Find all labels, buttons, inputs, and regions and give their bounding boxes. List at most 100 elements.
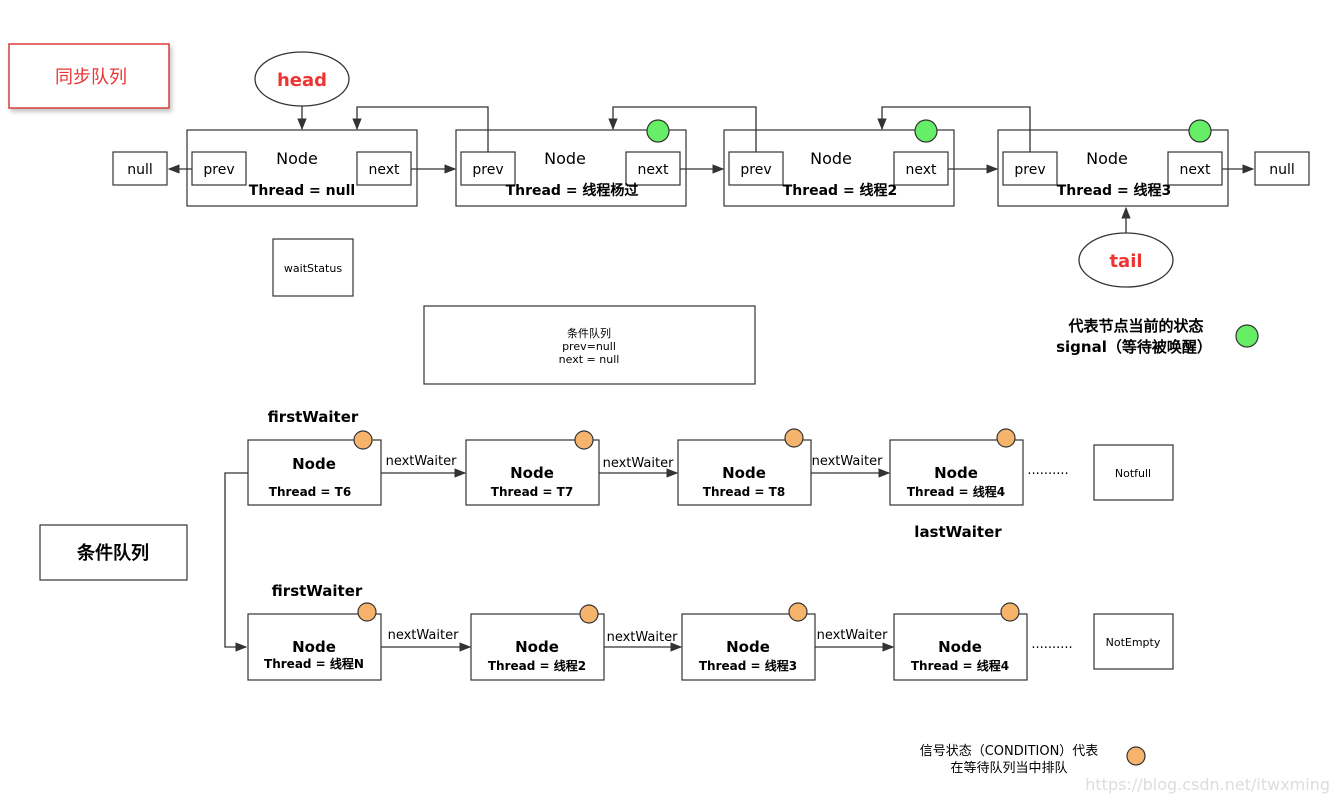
sync-node-title: Node	[1086, 149, 1128, 168]
condition-status-dot	[788, 602, 808, 622]
condition-legend-line: 信号状态（CONDITION）代表	[920, 744, 1099, 759]
sync-node-2: Node prev next Thread = 线程2	[723, 119, 955, 207]
null-left-box: null	[112, 151, 168, 186]
next-waiter-label: nextWaiter	[812, 454, 883, 469]
condition-queue-label: 条件队列	[76, 542, 149, 564]
prev-arrow-2	[608, 106, 757, 152]
sync-node-prev: prev	[472, 162, 503, 178]
cond-node-thread: Thread = 线程2	[488, 658, 586, 673]
sync-node-next: next	[905, 162, 937, 178]
next-waiter-label: nextWaiter	[388, 628, 459, 643]
cond-row1-node-3: Node Thread = 线程4	[889, 428, 1024, 506]
sync-node-prev-box	[728, 151, 784, 186]
condition-status-dot	[353, 430, 373, 450]
sync-node-prev: prev	[740, 162, 771, 178]
condition-row-connector	[224, 472, 248, 652]
signal-legend: 代表节点当前的状态 signal（等待被唤醒）	[1056, 317, 1259, 356]
cond-row1-node-0: Node Thread = T6	[247, 430, 382, 506]
head-label: head	[277, 70, 327, 91]
cond-node-thread: Thread = 线程4	[911, 658, 1009, 673]
ellipsis: ..........	[1027, 463, 1068, 478]
last-waiter-label: lastWaiter	[914, 523, 1002, 541]
condition-note-box: 条件队列 prev=null next = null	[423, 305, 756, 385]
sync-node-next: next	[368, 162, 400, 178]
sync-node-next-box	[893, 151, 949, 186]
cond-node-title: Node	[722, 464, 766, 482]
notempty-label: NotEmpty	[1106, 636, 1161, 649]
sync-node-next: next	[637, 162, 669, 178]
cond-node-thread: Thread = T7	[491, 485, 573, 499]
condition-status-dot	[996, 428, 1016, 448]
cond-node-title: Node	[510, 464, 554, 482]
next-waiter-label: nextWaiter	[817, 628, 888, 643]
cond-row1-node-1: Node Thread = T7	[465, 430, 600, 506]
condition-legend-line: 在等待队列当中排队	[950, 760, 1067, 776]
watermark: https://blog.csdn.net/itwxming	[1085, 775, 1330, 794]
head-pointer: head	[254, 51, 350, 131]
sync-node-title: Node	[276, 149, 318, 168]
sync-node-3: Node prev next Thread = 线程3	[997, 119, 1229, 207]
cond-row1-node-2: Node Thread = T8	[677, 428, 812, 506]
first-waiter-label: firstWaiter	[272, 582, 363, 600]
next-waiter-label: nextWaiter	[386, 454, 457, 469]
signal-status-dot	[914, 119, 938, 143]
sync-node-prev: prev	[1014, 162, 1045, 178]
wait-status-label: waitStatus	[284, 262, 342, 275]
wait-status-box: waitStatus	[272, 238, 354, 297]
condition-legend-dot	[1126, 746, 1146, 766]
sync-node-next: next	[1179, 162, 1211, 178]
signal-legend-line: signal（等待被唤醒）	[1056, 338, 1212, 356]
condition-note-line: 条件队列	[567, 326, 611, 340]
ellipsis: ..........	[1031, 637, 1072, 652]
sync-node-next-box	[625, 151, 681, 186]
condition-legend: 信号状态（CONDITION）代表 在等待队列当中排队	[920, 744, 1146, 776]
sync-node-thread: Thread = 线程杨过	[506, 182, 639, 199]
cond-node-title: Node	[934, 464, 978, 482]
cond-node-title: Node	[726, 638, 770, 656]
cond-node-title: Node	[292, 455, 336, 473]
cond-node-title: Node	[292, 638, 336, 656]
sync-node-thread: Thread = null	[249, 183, 355, 199]
tail-label: tail	[1109, 251, 1142, 272]
condition-queue-label-box: 条件队列	[39, 524, 188, 581]
sync-node-thread: Thread = 线程2	[783, 182, 898, 199]
cond-node-thread: Thread = T8	[703, 485, 785, 499]
cond-node-thread: Thread = 线程4	[907, 484, 1005, 499]
cond-node-title: Node	[938, 638, 982, 656]
sync-node-title: Node	[544, 149, 586, 168]
next-waiter-label: nextWaiter	[607, 630, 678, 645]
sync-queue-label: 同步队列	[55, 67, 127, 88]
sync-node-0: Node prev next Thread = null	[186, 129, 418, 207]
tail-pointer: tail	[1078, 206, 1174, 288]
sync-queue-label-box: 同步队列	[8, 43, 170, 109]
signal-legend-line: 代表节点当前的状态	[1067, 317, 1203, 335]
prev-arrow-3	[877, 106, 1031, 152]
notempty-box: NotEmpty	[1093, 613, 1174, 670]
condition-status-dot	[1000, 602, 1020, 622]
sync-node-thread: Thread = 线程3	[1057, 182, 1172, 199]
null-left-label: null	[127, 162, 153, 178]
condition-note-line: next = null	[559, 353, 620, 366]
sync-node-next-box	[356, 151, 412, 186]
sync-node-prev-box	[460, 151, 516, 186]
first-waiter-label: firstWaiter	[268, 408, 359, 426]
cond-node-title: Node	[515, 638, 559, 656]
null-right-label: null	[1269, 162, 1295, 178]
condition-note-line: prev=null	[562, 340, 616, 353]
notfull-label: Notfull	[1115, 467, 1151, 480]
cond-node-thread: Thread = T6	[269, 485, 351, 499]
cond-row2-node-0: Node Thread = 线程N	[247, 602, 382, 681]
notfull-box: Notfull	[1093, 444, 1174, 501]
cond-node-thread: Thread = 线程3	[699, 658, 797, 673]
null-right-box: null	[1254, 151, 1310, 186]
signal-legend-dot	[1235, 324, 1259, 348]
prev-arrow-1	[352, 106, 489, 152]
sync-node-prev-box	[191, 151, 247, 186]
sync-node-title: Node	[810, 149, 852, 168]
cond-row2-node-1: Node Thread = 线程2	[470, 604, 605, 681]
signal-status-dot	[646, 119, 670, 143]
sync-node-prev: prev	[203, 162, 234, 178]
sync-node-next-box	[1167, 151, 1223, 186]
condition-status-dot	[579, 604, 599, 624]
